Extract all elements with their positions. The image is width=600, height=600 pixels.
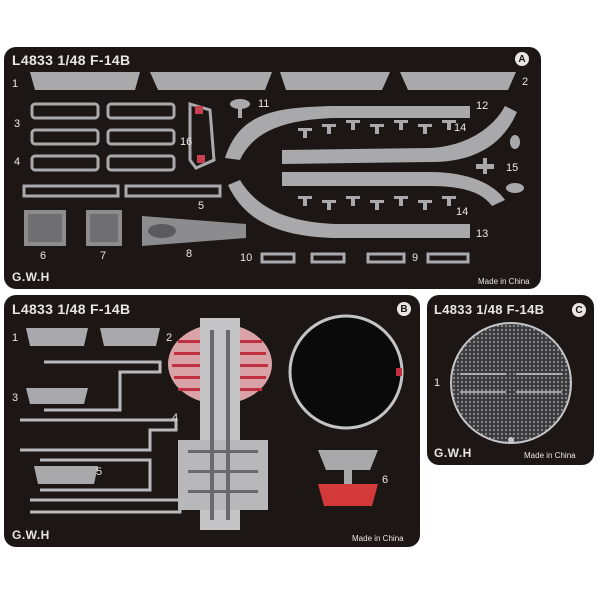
label-a14-bottom: 14: [456, 206, 469, 218]
part-a1-strip-2: [150, 72, 272, 90]
fret-b-title: L4833 1/48 F-14B: [12, 301, 131, 317]
label-a1: 1: [12, 78, 19, 90]
part-a16-bracket: [188, 101, 216, 170]
label-a8: 8: [186, 248, 193, 260]
fret-a-title: L4833 1/48 F-14B: [12, 52, 131, 68]
part-a12-curve: [225, 106, 470, 160]
part-b2: [100, 328, 160, 346]
part-b1: [26, 328, 88, 346]
part-a13-curve: [282, 172, 505, 206]
label-b6: 6: [382, 474, 389, 486]
label-a16: 16: [180, 136, 193, 148]
label-a15: 15: [506, 162, 519, 174]
part-c1-lines: [460, 373, 562, 393]
part-b5: [34, 466, 98, 484]
part-b-sprue: [20, 360, 182, 514]
part-a8-plate: [142, 216, 246, 246]
label-c1: 1: [434, 377, 441, 389]
part-b-disc-tab: [396, 368, 402, 376]
part-a11: [230, 99, 250, 118]
part-b3: [26, 388, 88, 404]
part-a13-curve-2: [228, 180, 470, 238]
part-a7-mesh: [86, 210, 122, 246]
label-a6: 6: [40, 250, 47, 262]
fret-b-logo: G.W.H: [12, 528, 50, 542]
fret-a-logo: G.W.H: [12, 270, 50, 284]
label-b3: 3: [12, 392, 19, 404]
label-a4: 4: [14, 156, 21, 168]
label-a11: 11: [258, 98, 270, 110]
fret-b-made-in: Made in China: [352, 534, 404, 543]
part-a2-strip: [280, 72, 390, 90]
part-a3-frames: [30, 102, 176, 172]
part-a15: [476, 135, 524, 193]
fret-c-logo: G.W.H: [434, 446, 472, 460]
part-a2-strip-2: [400, 72, 516, 90]
label-b2: 2: [166, 332, 173, 344]
label-a3: 3: [14, 118, 21, 130]
label-a9: 9: [412, 252, 419, 264]
label-b4: 4: [172, 412, 179, 424]
part-a1-strip: [30, 72, 140, 90]
part-a14-tees: [298, 120, 456, 210]
part-b6-stem: [344, 470, 352, 484]
label-a7: 7: [100, 250, 107, 262]
fret-b-badge: B: [397, 302, 411, 316]
part-a12-curve-2: [282, 106, 517, 164]
part-a10-9-strips: [260, 252, 470, 264]
part-a8-oval: [148, 224, 176, 238]
part-c1-mesh-disc: [450, 322, 572, 444]
part-a5-bars: [22, 184, 222, 198]
label-a10: 10: [240, 252, 253, 264]
fret-c-title: L4833 1/48 F-14B: [434, 302, 545, 317]
label-b1: 1: [12, 332, 19, 344]
label-a12: 12: [476, 100, 489, 112]
fret-c-badge: C: [572, 303, 586, 317]
fret-a-badge: A: [515, 52, 529, 66]
label-a2: 2: [522, 76, 529, 88]
part-b6: [318, 450, 378, 470]
part-a6-mesh: [24, 210, 66, 246]
label-a13: 13: [476, 228, 489, 240]
label-a5: 5: [198, 200, 205, 212]
part-c1-tab: [508, 437, 514, 443]
part-b4-assembly: [168, 318, 272, 530]
part-b6-red: [318, 484, 378, 506]
fret-a-made-in: Made in China: [478, 277, 530, 286]
label-b5: 5: [96, 466, 103, 478]
fret-c-made-in: Made in China: [524, 451, 576, 460]
label-a14-top: 14: [454, 122, 467, 134]
